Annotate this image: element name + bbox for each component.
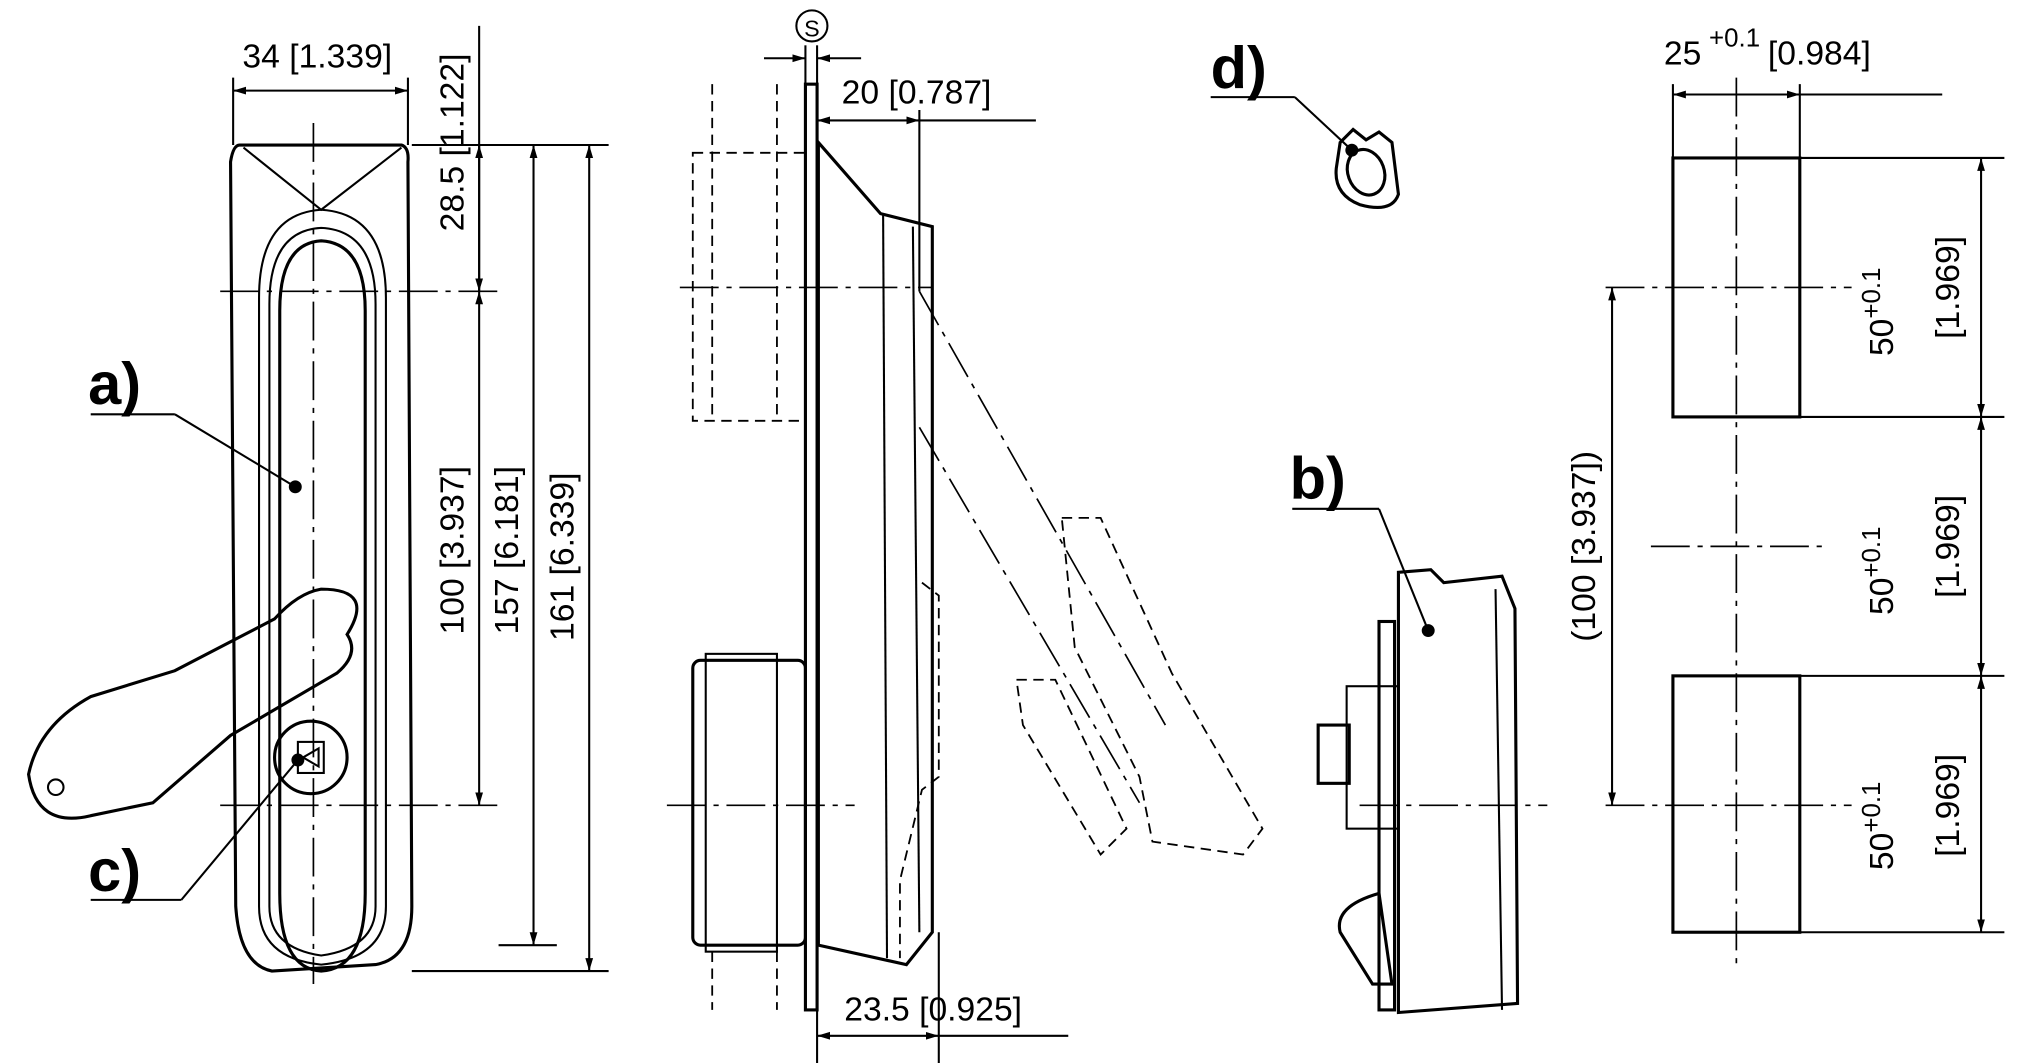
front-view [26, 25, 609, 985]
detail-d [1210, 96, 1401, 209]
label-b: b) [1290, 444, 1346, 511]
cutout-height-2-tolerance: +0.1 [1858, 526, 1886, 577]
cutout-height-2-base: 50 [1864, 578, 1901, 615]
label-c: c) [88, 837, 141, 904]
cutout-height-3-base: 50 [1864, 833, 1901, 870]
dim-157: 157 [6.181] [489, 466, 526, 634]
handle-top-triangle [242, 146, 403, 212]
cutout-height-1-base: 50 [1864, 319, 1901, 356]
handle-grip-core [278, 239, 367, 973]
cutout-height-3-inch: [1.969] [1930, 754, 1967, 857]
cutout-height-3-tolerance: +0.1 [1858, 782, 1886, 833]
cutout-height-1-tolerance: +0.1 [1858, 268, 1886, 319]
dim-20: 20 [0.787] [842, 75, 992, 112]
cutout-width-base: 25 [1664, 36, 1701, 73]
label-a: a) [88, 350, 141, 417]
cutout-width-inch: [0.984] [1768, 36, 1871, 73]
cutout-width: 25 +0.1 [0.984] [1664, 25, 1871, 73]
side-view [666, 9, 1264, 1063]
panel-cutout [1605, 77, 2005, 972]
dim-28-5: 28.5 [1.122] [435, 54, 472, 232]
cutout-height-1: 50+0.1 [1858, 268, 1901, 357]
lock-triangle-icon [301, 746, 320, 769]
lever [26, 587, 359, 820]
handle-grip-outer [258, 208, 387, 966]
mounting-panel [803, 82, 819, 1012]
label-d: d) [1211, 34, 1267, 101]
detail-b [1292, 507, 1548, 1015]
dim-161: 161 [6.339] [545, 473, 582, 641]
cutout-height-2: 50+0.1 [1858, 526, 1901, 615]
dim-23-5: 23.5 [0.925] [844, 991, 1022, 1028]
handle-body-outline [228, 143, 414, 973]
handle-grip-inner [268, 226, 377, 957]
lever-hole [46, 778, 65, 797]
cutout-pitch: (100 [3.937]) [1566, 451, 1603, 642]
cutout-height-2-inch: [1.969] [1930, 495, 1967, 598]
cutout-height-1-inch: [1.969] [1930, 236, 1967, 339]
cutout-height-3: 50+0.1 [1858, 782, 1901, 871]
dim-100: 100 [3.937] [435, 466, 472, 634]
lock-cylinder [273, 719, 349, 796]
s-symbol: S [804, 15, 820, 41]
s-symbol-circle [795, 9, 829, 43]
cutout-width-tolerance: +0.1 [1709, 25, 1760, 53]
dim-width-34: 34 [1.339] [242, 38, 392, 75]
